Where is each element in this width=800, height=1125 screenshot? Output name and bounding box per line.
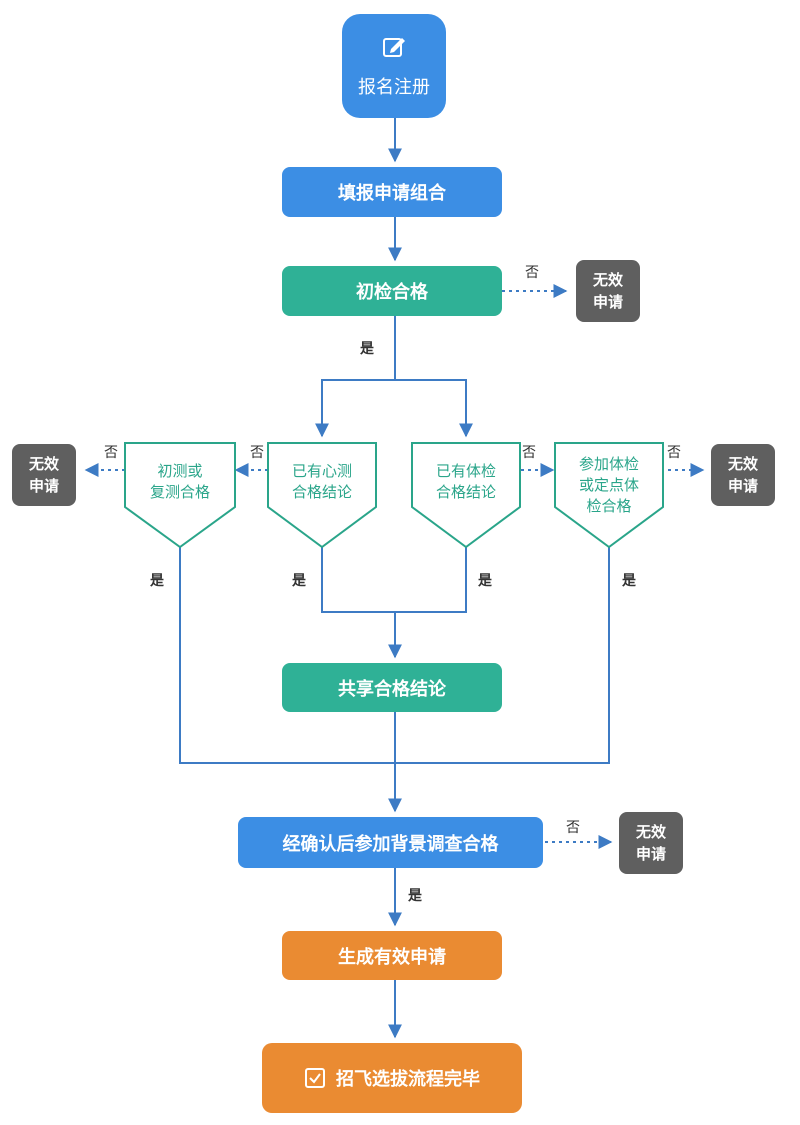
connector-psych-yes bbox=[321, 547, 467, 613]
pentagon-join-exam bbox=[554, 442, 664, 549]
no-label-physical: 否 bbox=[522, 445, 536, 461]
pentagon-retest bbox=[124, 442, 236, 549]
no-label-retest: 否 bbox=[104, 445, 118, 461]
step-share-label: 共享合格结论 bbox=[338, 678, 446, 700]
pentagon-join-exam-label: 参加体检 或定点体 检合格 bbox=[555, 446, 663, 524]
pentagon-retest-line2: 复测合格 bbox=[149, 483, 210, 501]
invalid-text-1: 无效 bbox=[28, 455, 59, 473]
invalid-text-2: 申请 bbox=[592, 293, 623, 311]
pentagon-psych-line1: 已有心测 bbox=[291, 462, 352, 480]
invalid-text-1: 无效 bbox=[635, 823, 666, 841]
invalid-text-2: 申请 bbox=[727, 477, 758, 495]
pentagon-join-line2: 或定点体 bbox=[578, 475, 639, 494]
step-share-conclusion: 共享合格结论 bbox=[282, 663, 502, 712]
invalid-box-background: 无效 申请 bbox=[619, 812, 683, 874]
invalid-text-1: 无效 bbox=[592, 271, 623, 289]
step-valid-label: 生成有效申请 bbox=[338, 946, 446, 968]
step-background-label: 经确认后参加背景调查合格 bbox=[282, 833, 499, 855]
no-label-background: 否 bbox=[566, 820, 580, 836]
no-label-psych: 否 bbox=[250, 445, 264, 461]
step-fill-label: 填报申请组合 bbox=[338, 183, 446, 204]
pentagon-retest-label: 初测或 复测合格 bbox=[125, 452, 235, 512]
invalid-text-2: 申请 bbox=[28, 477, 59, 495]
pentagon-physical-line1: 已有体检 bbox=[435, 462, 496, 480]
start-node: 报名注册 bbox=[342, 14, 446, 118]
no-label-initial: 否 bbox=[525, 265, 539, 281]
yes-label-background: 是 bbox=[408, 888, 422, 904]
pentagon-physical bbox=[411, 442, 521, 549]
step-background-check: 经确认后参加背景调查合格 bbox=[238, 817, 543, 868]
yes-label-psych: 是 bbox=[292, 573, 306, 589]
yes-label-physical: 是 bbox=[478, 573, 492, 589]
pentagon-retest-line1: 初测或 bbox=[157, 462, 203, 480]
yes-label-retest: 是 bbox=[150, 573, 164, 589]
invalid-box-initial: 无效 申请 bbox=[576, 260, 640, 322]
edit-icon bbox=[381, 34, 407, 65]
step-fill-application: 填报申请组合 bbox=[282, 167, 502, 217]
yes-label-initial: 是 bbox=[360, 341, 374, 357]
end-node: 招飞选拔流程完毕 bbox=[262, 1043, 522, 1113]
invalid-box-right: 无效 申请 bbox=[711, 444, 775, 506]
invalid-text-2: 申请 bbox=[635, 845, 666, 863]
pentagon-psych bbox=[267, 442, 377, 549]
end-label: 招飞选拔流程完毕 bbox=[336, 1069, 480, 1090]
pentagon-psych-label: 已有心测 合格结论 bbox=[268, 452, 376, 512]
start-label: 报名注册 bbox=[358, 76, 430, 98]
yes-label-join: 是 bbox=[622, 573, 636, 589]
pentagon-physical-line2: 合格结论 bbox=[435, 483, 496, 501]
pentagon-join-line1: 参加体检 bbox=[578, 454, 639, 473]
checkbox-icon bbox=[304, 1067, 326, 1089]
no-label-join: 否 bbox=[667, 445, 681, 461]
pentagon-join-line3: 检合格 bbox=[586, 496, 632, 515]
pentagon-psych-line2: 合格结论 bbox=[291, 483, 352, 501]
step-generate-valid: 生成有效申请 bbox=[282, 931, 502, 980]
invalid-text-1: 无效 bbox=[727, 455, 758, 473]
connector-initial-branch-right bbox=[395, 379, 473, 438]
invalid-box-left: 无效 申请 bbox=[12, 444, 76, 506]
step-initial-label: 初检合格 bbox=[356, 282, 428, 303]
step-initial-check: 初检合格 bbox=[282, 266, 502, 316]
connector-initial-branch bbox=[315, 316, 396, 438]
pentagon-physical-label: 已有体检 合格结论 bbox=[412, 452, 520, 512]
